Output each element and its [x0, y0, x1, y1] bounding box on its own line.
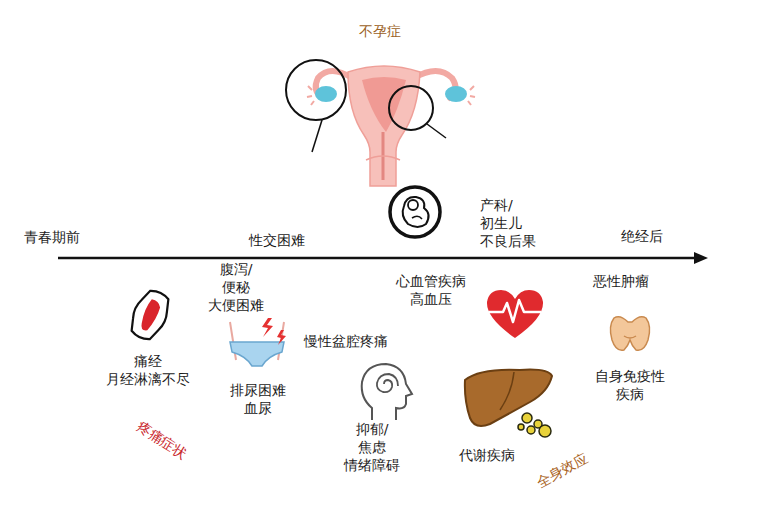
label-text: 青春期前	[24, 228, 80, 246]
label-text: 产科/初生儿 不良后果	[480, 196, 536, 251]
label-text: 心血管疾病 高血压	[396, 272, 466, 308]
label-text: 排尿困难 血尿	[230, 381, 286, 417]
thyroid-icon	[610, 317, 649, 351]
label-text: 腹泻/便秘 大便困难	[208, 260, 264, 315]
label-text: 慢性盆腔疼痛	[304, 332, 388, 350]
region-title: 全身效应	[533, 449, 591, 491]
head-icon	[362, 364, 412, 420]
heart-icon	[487, 290, 543, 338]
label-text: 痛经 月经淋漓不尽	[106, 352, 190, 388]
label-text: 抑郁/焦虑 情绪障碍	[344, 420, 400, 475]
fetus-icon	[390, 187, 440, 237]
label-text: 性交困难	[249, 231, 305, 249]
timeline-line	[58, 257, 698, 260]
timeline-arrowhead	[694, 252, 708, 264]
label-text: 代谢疾病	[459, 446, 515, 464]
underwear-icon	[230, 318, 286, 366]
label-text: 自身免疫性 疾病	[595, 367, 665, 403]
label-text: 绝经后	[621, 227, 663, 245]
uterus-figure	[286, 60, 475, 186]
region-title: 不孕症	[359, 22, 401, 40]
region-title: 疼痛症状	[133, 417, 190, 462]
label-text: 恶性肿瘤	[593, 272, 649, 290]
liver-icon	[465, 370, 552, 437]
pad-icon	[125, 286, 175, 344]
